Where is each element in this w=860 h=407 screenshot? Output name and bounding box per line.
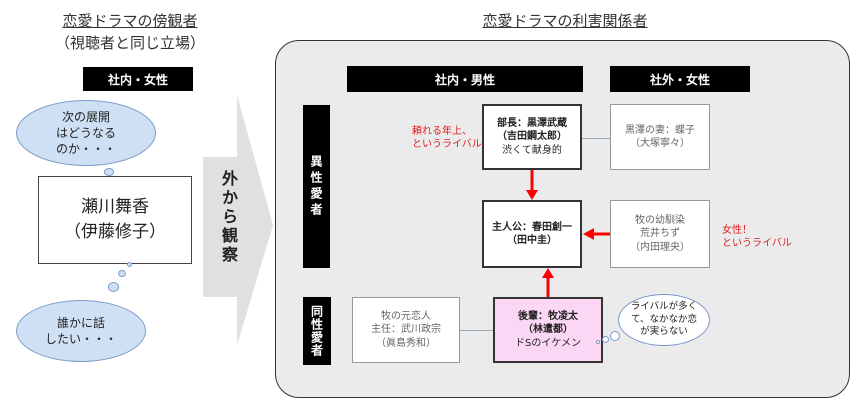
bubble — [596, 340, 600, 344]
bubble — [118, 270, 126, 277]
bubble — [610, 331, 620, 341]
observer-name: 瀬川舞香 — [81, 196, 149, 217]
thought-line: が実らない — [640, 326, 688, 338]
connector-line — [582, 138, 610, 139]
thought-line: 次の展開 — [61, 109, 110, 124]
junior-box: 後輩：牧凌太 （林遣都） ドSのイケメン — [493, 297, 603, 363]
friend-actor: （内田理央） — [630, 241, 690, 253]
observe-label: 外から観察 — [219, 170, 238, 265]
boss-actor: （吉田鋼太郎） — [497, 131, 567, 143]
boss-box: 部長：黒澤武蔵 （吉田鋼太郎） 渋くて献身的 — [482, 104, 582, 170]
bubble — [127, 262, 132, 267]
bubble — [602, 336, 609, 343]
friend-name: 荒井ちず — [640, 228, 680, 240]
observer-actor: （伊藤修子） — [64, 222, 166, 242]
note-line: 頼れる年上、 — [412, 126, 472, 137]
ex-relation: 牧の元恋人 — [381, 310, 431, 322]
friend-relation: 牧の幼馴染 — [635, 214, 685, 226]
connector-line — [460, 330, 493, 331]
thought-line: はどうなる — [55, 125, 116, 140]
wife-box: 黒澤の妻：蝶子 （大塚寧々） — [610, 104, 710, 170]
left-subtitle: （視聴者と同じ立場） — [54, 34, 205, 52]
junior-actor: （林遣都） — [523, 324, 573, 336]
thought-line: 誰かに話 — [56, 315, 105, 330]
boss-desc: 渋くて献身的 — [502, 144, 562, 156]
left-header: 社内・女性 — [83, 67, 193, 91]
hero-actor: （田中圭） — [507, 235, 557, 246]
note-line: というライバル — [412, 139, 482, 150]
thought-line: したい・・・ — [44, 332, 117, 346]
hero-name: 主人公：春田創一 — [492, 221, 572, 233]
junior-desc: ドSのイケメン — [514, 337, 582, 349]
label-heterosexual: 異性愛者 — [303, 105, 330, 268]
bubble — [104, 168, 114, 176]
thought-cloud-bottom: 誰かに話したい・・・ — [16, 300, 146, 362]
thought-line: のか・・・ — [55, 142, 116, 157]
friend-box: 牧の幼馴染 荒井ちず （内田理央） — [610, 200, 710, 268]
left-title: 恋愛ドラマの傍観者 — [62, 12, 198, 30]
header-out-female: 社外・女性 — [610, 66, 750, 92]
thought-line: ライバルが多く — [630, 300, 698, 312]
wife-actor: （大塚寧々） — [630, 138, 690, 149]
thought-line: て、なかなか恋 — [630, 313, 698, 325]
boss-name: 部長：黒澤武蔵 — [497, 117, 567, 129]
observer-box: 瀬川舞香 （伊藤修子） — [38, 176, 192, 264]
ex-box: 牧の元恋人 主任：武川政宗 （眞島秀和） — [352, 297, 460, 363]
thought-cloud-top: 次の展開はどうなるのか・・・ — [16, 100, 156, 166]
friend-rival-note: 女性！ というライバル — [722, 224, 802, 250]
right-title: 恋愛ドラマの利害関係者 — [482, 12, 648, 30]
note-line: 女性！ — [722, 225, 752, 236]
junior-thought-cloud: ライバルが多くて、なかなか恋が実らない — [618, 294, 710, 346]
boss-rival-note: 頼れる年上、というライバル — [412, 125, 482, 151]
wife-name: 黒澤の妻：蝶子 — [625, 124, 695, 136]
ex-actor: （眞島秀和） — [376, 337, 436, 349]
header-in-male: 社内・男性 — [347, 66, 583, 92]
note-line: というライバル — [722, 238, 792, 249]
junior-name: 後輩：牧凌太 — [518, 310, 578, 322]
observe-arrow — [203, 95, 273, 345]
hero-box: 主人公：春田創一 （田中圭） — [482, 200, 582, 268]
label-homosexual: 同性愛者 — [303, 297, 331, 365]
ex-name: 主任：武川政宗 — [371, 324, 441, 336]
bubble — [108, 282, 119, 292]
